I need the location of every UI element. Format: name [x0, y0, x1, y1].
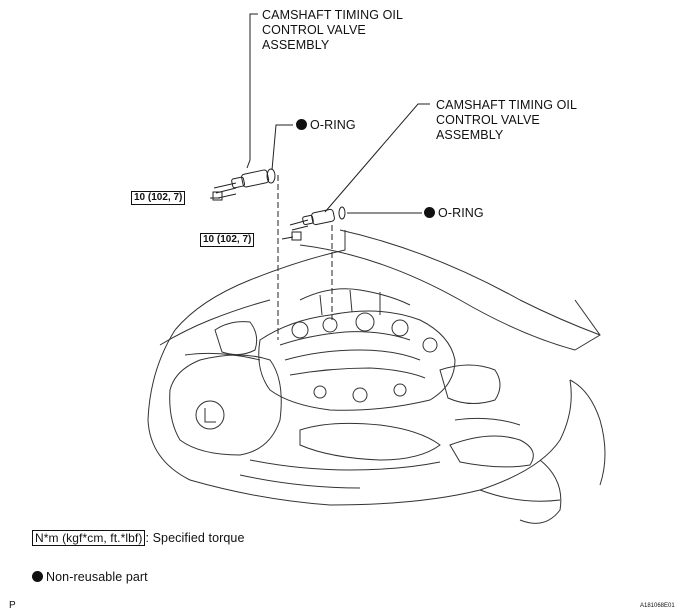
legend-torque-unit: N*m (kgf*cm, ft.*lbf) — [32, 530, 146, 546]
corner-left-mark: P — [9, 600, 16, 611]
torque-box-lower: 10 (102, 7) — [200, 233, 255, 247]
valve-upper-part — [212, 168, 276, 201]
legend-nonreusable-text: Non-reusable part — [46, 570, 148, 584]
figure-id: A181068E01 — [640, 603, 675, 609]
oring-lower-label: O-RING — [438, 206, 484, 220]
nonreusable-dot-icon — [296, 119, 307, 130]
engine-block — [184, 288, 521, 426]
valve-lower-part — [289, 206, 346, 241]
callout-valve-upper-line2: CONTROL VALVE — [262, 23, 366, 37]
nonreusable-dot-icon — [424, 207, 435, 218]
callout-valve-lower-line1: CAMSHAFT TIMING OIL — [436, 98, 578, 112]
legend-torque: N*m (kgf*cm, ft.*lbf): Specified torque — [32, 530, 245, 546]
leader-valve-upper — [246, 13, 258, 169]
callout-valve-lower-line3: ASSEMBLY — [436, 128, 504, 142]
callout-valve-upper-line1: CAMSHAFT TIMING OIL — [262, 8, 404, 22]
legend-nonreusable: Non-reusable part — [32, 570, 148, 585]
oring-upper-label: O-RING — [310, 118, 356, 132]
callout-valve-upper: CAMSHAFT TIMING OIL CONTROL VALVE ASSEMB… — [262, 8, 403, 53]
callout-oring-upper: O-RING — [296, 118, 356, 133]
emblem — [195, 400, 225, 430]
leader-torque-lower — [281, 236, 294, 240]
callout-valve-upper-line3: ASSEMBLY — [262, 38, 330, 52]
legend-torque-text: : Specified torque — [145, 531, 245, 545]
grille-outline — [169, 354, 282, 456]
callout-valve-lower: CAMSHAFT TIMING OIL CONTROL VALVE ASSEMB… — [436, 98, 577, 143]
nonreusable-dot-icon — [32, 571, 43, 582]
callout-oring-lower: O-RING — [424, 206, 484, 221]
callout-valve-lower-line2: CONTROL VALVE — [436, 113, 540, 127]
torque-box-upper: 10 (102, 7) — [131, 191, 186, 205]
leader-valve-lower — [324, 103, 430, 213]
leader-oring-upper — [271, 124, 293, 171]
vehicle-outline — [147, 229, 606, 524]
